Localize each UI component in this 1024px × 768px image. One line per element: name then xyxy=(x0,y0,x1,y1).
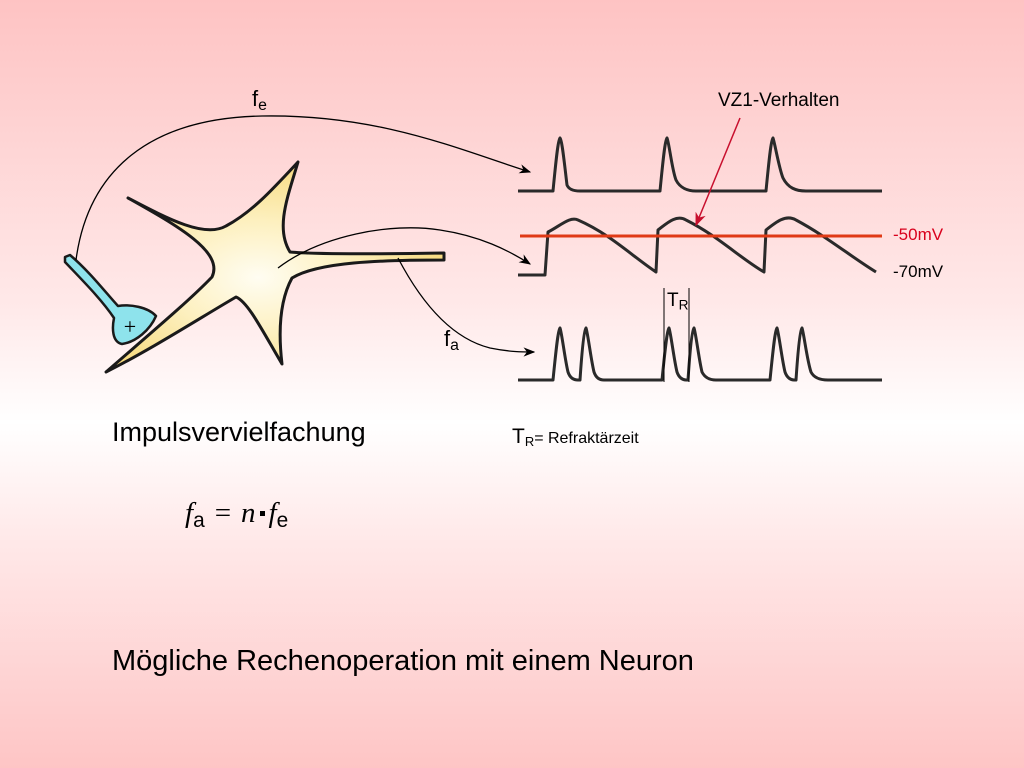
subtitle: Mögliche Rechenoperation mit einem Neuro… xyxy=(112,645,694,677)
refractory-note: TR= Refraktärzeit xyxy=(512,425,639,450)
membrane-potential-curve xyxy=(518,216,877,277)
multiply-dot xyxy=(259,511,265,516)
minus-50mv-label: -50mV xyxy=(893,225,944,244)
minus-70mv-label: -70mV xyxy=(893,262,944,281)
plus-sign: + xyxy=(124,314,136,339)
vz1-arrow xyxy=(695,117,741,227)
heading: Impulsvervielfachung xyxy=(112,417,366,447)
neuron-body xyxy=(104,160,446,374)
fa-label: fa xyxy=(444,326,459,354)
input-spike-train xyxy=(518,136,882,193)
fe-label: fe xyxy=(252,86,267,114)
tr-label: TR xyxy=(667,290,689,313)
vz1-label: VZ1-Verhalten xyxy=(718,90,840,111)
input-synapse xyxy=(63,253,158,346)
output-spike-train xyxy=(518,326,882,382)
fe-arrow xyxy=(75,115,532,261)
fa-arrow xyxy=(397,257,536,357)
soma-arrow xyxy=(277,227,531,269)
